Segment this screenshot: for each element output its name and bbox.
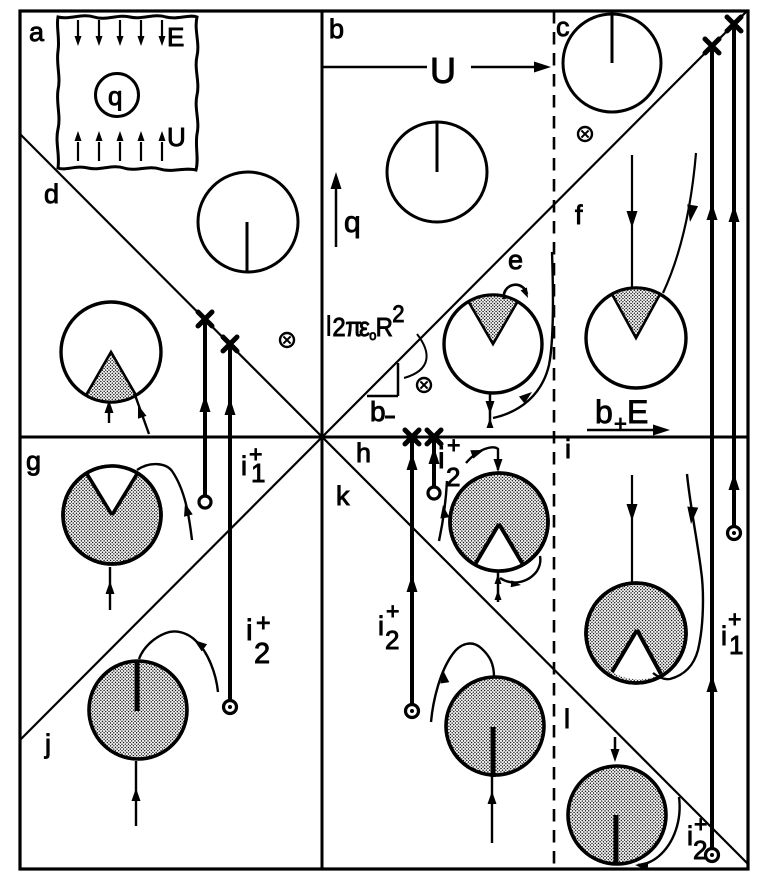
- svg-text:i: i: [241, 451, 247, 481]
- svg-text:b: b: [595, 394, 613, 430]
- svg-text:+: +: [728, 606, 741, 632]
- svg-text:k: k: [336, 481, 350, 511]
- svg-text:i: i: [246, 614, 253, 647]
- svg-text:i: i: [378, 611, 384, 641]
- svg-text:ε: ε: [359, 313, 370, 342]
- svg-text:+: +: [694, 811, 707, 837]
- svg-text:f: f: [575, 200, 583, 230]
- svg-text:R: R: [376, 313, 393, 342]
- svg-text:c: c: [556, 12, 570, 42]
- svg-text:o: o: [369, 328, 376, 344]
- svg-text:g: g: [26, 446, 41, 476]
- svg-text:+: +: [386, 598, 399, 624]
- svg-text:2: 2: [392, 300, 404, 327]
- svg-text:U: U: [167, 122, 186, 152]
- svg-text:d: d: [44, 179, 59, 209]
- svg-text:h: h: [356, 438, 371, 468]
- svg-text:π: π: [345, 313, 362, 342]
- svg-text:U: U: [430, 50, 456, 91]
- svg-text:E: E: [167, 22, 184, 52]
- svg-text:q: q: [108, 81, 122, 111]
- svg-text:i: i: [721, 621, 727, 651]
- svg-text:2: 2: [385, 625, 399, 655]
- svg-text:b: b: [329, 14, 344, 44]
- svg-text:1: 1: [729, 630, 743, 660]
- svg-text:+: +: [256, 609, 271, 637]
- svg-text:E: E: [627, 394, 648, 430]
- svg-text:b: b: [370, 396, 386, 427]
- svg-text:1: 1: [251, 458, 265, 488]
- svg-text:i: i: [565, 434, 571, 464]
- svg-text:i: i: [438, 442, 445, 475]
- svg-text:+: +: [447, 432, 460, 458]
- svg-text:i: i: [687, 821, 693, 851]
- svg-text:2: 2: [446, 462, 460, 492]
- svg-text:l: l: [564, 704, 570, 734]
- svg-text:2: 2: [693, 835, 707, 865]
- svg-text:2: 2: [254, 638, 270, 670]
- svg-text:e: e: [508, 245, 523, 275]
- svg-text:+: +: [249, 441, 262, 467]
- svg-text:j: j: [44, 729, 51, 759]
- svg-text:2: 2: [332, 313, 345, 342]
- svg-text:a: a: [29, 17, 45, 47]
- svg-text:q: q: [344, 206, 361, 239]
- svg-text:+: +: [614, 411, 627, 436]
